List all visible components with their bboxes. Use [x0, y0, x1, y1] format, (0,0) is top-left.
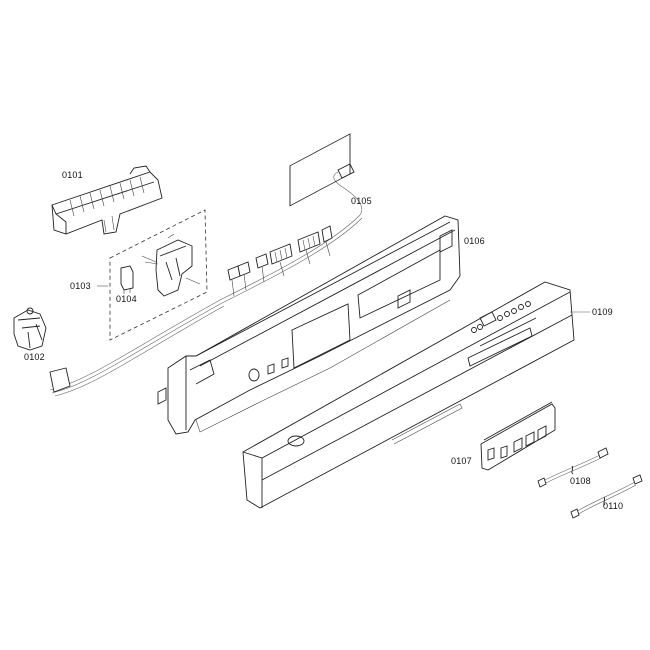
part-0105-wiring-harness[interactable] [49, 163, 363, 397]
part-0106-control-frame[interactable] [157, 133, 461, 435]
part-0110-cable[interactable] [570, 474, 643, 519]
label-0103: 0103 [70, 281, 91, 291]
part-0102-switch[interactable] [13, 307, 47, 351]
label-0102: 0102 [24, 352, 45, 362]
part-0101-terminal-block[interactable] [51, 165, 163, 235]
label-0109: 0109 [592, 307, 613, 317]
label-0105: 0105 [351, 196, 372, 206]
label-0106: 0106 [464, 236, 485, 246]
part-0104-relay[interactable] [120, 265, 134, 294]
label-0101: 0101 [62, 170, 83, 180]
subassembly-0103-boundary [109, 209, 208, 341]
label-0104: 0104 [116, 294, 137, 304]
part-0103-switch-assembly[interactable] [141, 233, 201, 297]
label-0108: 0108 [570, 476, 591, 486]
label-0107: 0107 [451, 456, 472, 466]
part-0108-cable[interactable] [537, 447, 609, 488]
part-0107-control-module[interactable] [480, 401, 556, 471]
label-0110: 0110 [603, 501, 624, 511]
part-0109-control-fascia[interactable] [242, 281, 575, 509]
